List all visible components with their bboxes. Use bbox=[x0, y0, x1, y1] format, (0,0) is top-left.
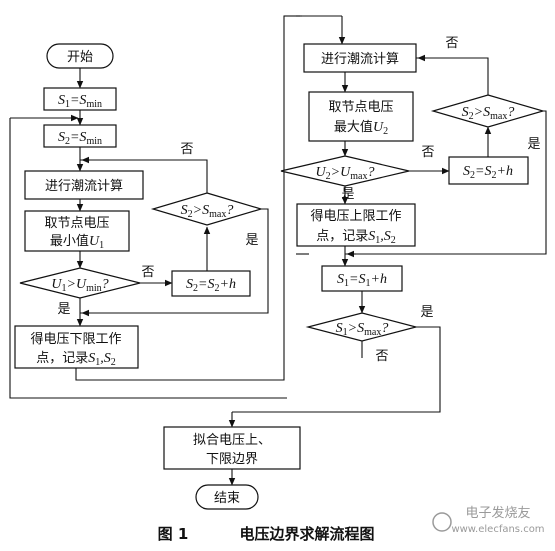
init-s2-label: S2=Smin bbox=[58, 130, 102, 147]
fit-line2: 下限边界 bbox=[206, 452, 258, 467]
no-label-umin: 否 bbox=[141, 265, 154, 280]
yes-label-umax: 是 bbox=[341, 187, 354, 202]
caption-title: 电压边界求解流程图 bbox=[239, 525, 374, 543]
incr-s2-right-label: S2=S2+h bbox=[463, 164, 513, 181]
start-label: 开始 bbox=[67, 50, 93, 65]
watermark-text: 电子发烧友 bbox=[465, 505, 530, 521]
fit-line1: 拟合电压上、 bbox=[193, 433, 271, 448]
end-label: 结束 bbox=[214, 491, 240, 506]
no-label-smax-left: 否 bbox=[180, 142, 193, 157]
calc-left-box bbox=[24, 170, 144, 200]
fit-box bbox=[163, 426, 301, 470]
record-low-line2: 点，记录S1,S2 bbox=[36, 351, 116, 368]
yes-label-s1max: 是 bbox=[420, 305, 433, 320]
end-terminal bbox=[195, 484, 259, 510]
incr-s2-right-box bbox=[448, 156, 529, 185]
take-max-line1: 取节点电压 bbox=[328, 100, 393, 115]
cond-umin-label: U1>Umin? bbox=[51, 277, 108, 294]
take-min-box bbox=[24, 210, 130, 252]
cond-smax-right-diamond bbox=[430, 94, 546, 128]
record-low-box bbox=[14, 325, 139, 369]
calc-right-label: 进行潮流计算 bbox=[321, 52, 399, 67]
incr-s2-left-label: S2=S2+h bbox=[186, 277, 236, 294]
calc-left-label: 进行潮流计算 bbox=[45, 179, 123, 194]
yes-label-smax-right: 是 bbox=[527, 137, 540, 152]
watermark-logo-icon bbox=[432, 512, 452, 532]
no-label-smax-right: 否 bbox=[445, 36, 458, 51]
take-max-box bbox=[308, 91, 414, 142]
record-up-box bbox=[296, 203, 416, 247]
cond-s1max-label: S1>Smax? bbox=[336, 321, 389, 338]
no-label-s1max: 否 bbox=[375, 349, 388, 364]
incr-s1-label: S1=S1+h bbox=[337, 272, 387, 289]
record-low-line1: 得电压下限工作 bbox=[30, 331, 121, 347]
record-up-line2: 点，记录S1,S2 bbox=[316, 229, 396, 246]
yes-label-umin: 是 bbox=[57, 302, 70, 317]
cond-smax-left-diamond bbox=[150, 192, 264, 226]
init-s1-label: S1=Smin bbox=[58, 93, 102, 110]
incr-s2-left-box bbox=[171, 270, 251, 297]
take-max-line2: 最大值U2 bbox=[334, 119, 388, 137]
incr-s1-box bbox=[321, 265, 403, 292]
take-min-line1: 取节点电压 bbox=[44, 216, 109, 231]
yes-label-smax-left: 是 bbox=[245, 233, 258, 248]
cond-umax-label: U2>Umax? bbox=[316, 165, 375, 182]
watermark-url: www.elecfans.com bbox=[451, 524, 544, 535]
cond-smax-right-label: S2>Smax? bbox=[462, 105, 515, 122]
record-up-line1: 得电压上限工作 bbox=[310, 208, 401, 224]
caption-label: 图 1 bbox=[158, 525, 189, 543]
take-min-line2: 最小值U1 bbox=[50, 233, 104, 251]
cond-smax-left-label: S2>Smax? bbox=[181, 203, 234, 220]
no-label-umax: 否 bbox=[421, 145, 434, 160]
